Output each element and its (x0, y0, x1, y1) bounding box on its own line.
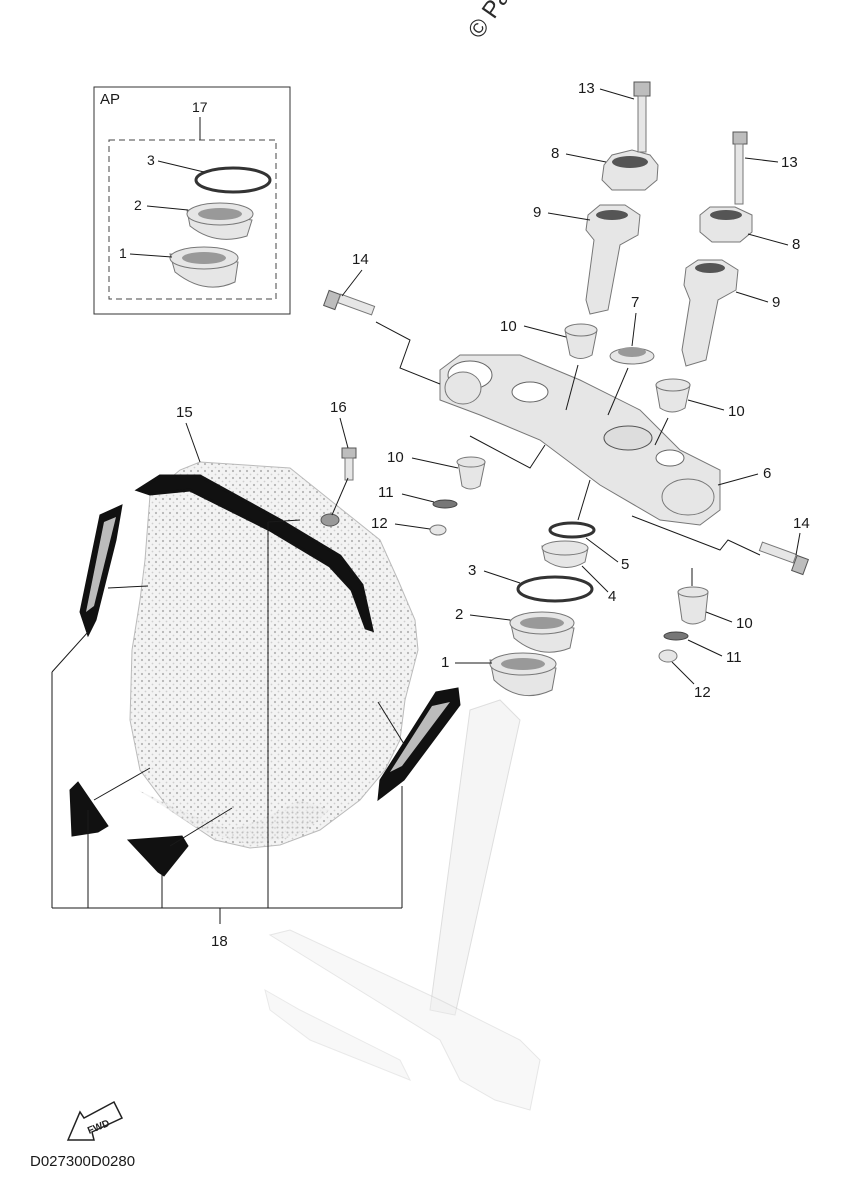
collar-10a (564, 323, 598, 359)
decal-strip-top (134, 474, 375, 633)
callout-14a: 14 (352, 251, 369, 268)
callout-9b: 9 (772, 294, 780, 311)
decal-small-left (69, 781, 109, 837)
callout-12b: 12 (694, 684, 711, 701)
cover-panel-15 (129, 461, 419, 849)
callout-10b: 10 (728, 403, 745, 420)
callout-18-leaders (51, 519, 405, 924)
inset-kit-callout: 17 (192, 99, 208, 115)
lower-handlebar-holder-left (585, 204, 641, 315)
callout-7: 7 (631, 294, 639, 311)
lower-handlebar-holder-right (681, 259, 739, 367)
upper-handlebar-holder-left (601, 149, 659, 191)
inset-upper-bearing (186, 202, 254, 240)
washer-11a (432, 499, 458, 509)
pinch-bolt-right (758, 541, 810, 576)
callout-6: 6 (763, 465, 771, 482)
callout-15: 15 (176, 404, 193, 421)
collar-10b (655, 378, 691, 413)
callout-10a: 10 (500, 318, 517, 335)
callout-10d: 10 (736, 615, 753, 632)
callout-16: 16 (330, 399, 347, 416)
upper-handlebar-holder-right (699, 206, 753, 243)
callout-5: 5 (621, 556, 629, 573)
lower-bearing-1 (489, 652, 557, 697)
callout-1: 1 (441, 654, 449, 671)
collar-10c (456, 456, 486, 490)
inset-dust-seal (194, 166, 272, 194)
decal-small-center (126, 835, 189, 877)
fwd-arrow-icon: FWD (66, 1100, 124, 1141)
diagram-code: D027300D0280 (30, 1153, 135, 1170)
handlebar-bolt-right (732, 131, 748, 205)
inset-callout-3: 3 (147, 152, 155, 168)
inset-callout-1: 1 (119, 245, 127, 261)
inset-lower-bearing (169, 246, 239, 288)
callout-13b: 13 (781, 154, 798, 171)
upper-bracket (439, 354, 721, 526)
washer-5 (548, 521, 596, 539)
inset-bearing-kit: AP 17 3 2 1 (93, 86, 291, 315)
inset-title: AP (100, 91, 120, 108)
decal-right-strip (377, 687, 461, 802)
screw-16 (320, 447, 357, 527)
nut-12b (658, 649, 678, 663)
callout-4: 4 (608, 588, 616, 605)
ring-nut-4 (541, 540, 589, 568)
callout-18: 18 (211, 933, 228, 950)
callout-12a: 12 (371, 515, 388, 532)
decal-left-strip (79, 504, 123, 638)
collar-7 (609, 347, 655, 365)
callout-14b: 14 (793, 515, 810, 532)
washer-11b (663, 631, 689, 641)
callout-3: 3 (468, 562, 476, 579)
watermark-text: © Pa (463, 0, 516, 43)
callout-13a: 13 (578, 80, 595, 97)
collar-10d (677, 586, 709, 625)
handlebar-bolt-left (633, 81, 651, 153)
dust-seal-3 (516, 575, 594, 603)
callout-8a: 8 (551, 145, 559, 162)
callout-9a: 9 (533, 204, 541, 221)
callout-11a: 11 (378, 484, 394, 501)
upper-bearing-2 (509, 611, 575, 653)
callout-2: 2 (455, 606, 463, 623)
callout-11b: 11 (726, 649, 742, 666)
nut-12a (429, 524, 447, 536)
callout-10c: 10 (387, 449, 404, 466)
pinch-bolt-left (322, 289, 376, 316)
inset-callout-2: 2 (134, 197, 142, 213)
callout-8b: 8 (792, 236, 800, 253)
ghost-steering-stem (264, 699, 541, 1111)
